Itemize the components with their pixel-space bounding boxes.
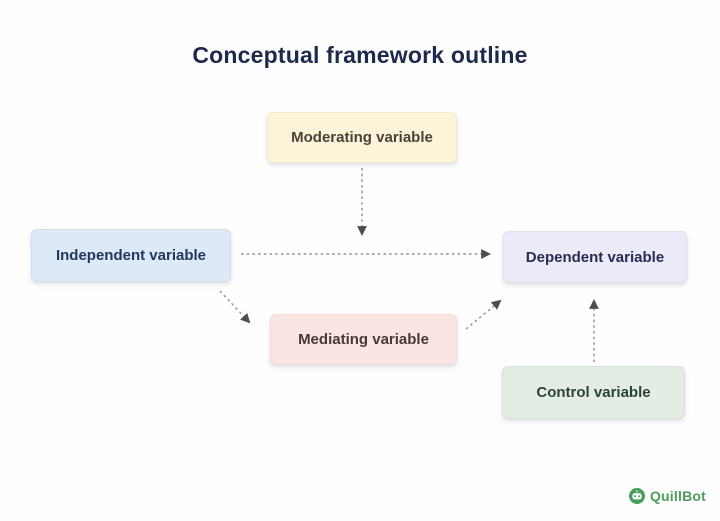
node-dependent-variable: Dependent variable — [503, 231, 687, 283]
arrow-independent-to-mediating — [219, 290, 251, 324]
node-moderating-variable: Moderating variable — [267, 112, 457, 163]
quillbot-logo-text: QuillBot — [649, 488, 706, 504]
node-moderating-label: Moderating variable — [291, 129, 433, 146]
arrow-mediating-to-dependent — [465, 299, 502, 330]
quillbot-watermark: QuillBot — [628, 488, 706, 504]
quillbot-robot-icon — [628, 488, 645, 504]
node-independent-variable: Independent variable — [31, 229, 231, 282]
node-mediating-label: Mediating variable — [298, 331, 429, 348]
node-dependent-label: Dependent variable — [525, 248, 665, 266]
node-mediating-variable: Mediating variable — [270, 314, 457, 365]
node-control-label: Control variable — [536, 384, 651, 401]
node-independent-label: Independent variable — [55, 247, 207, 264]
page-title: Conceptual framework outline — [192, 42, 528, 68]
node-control-variable: Control variable — [502, 366, 685, 419]
